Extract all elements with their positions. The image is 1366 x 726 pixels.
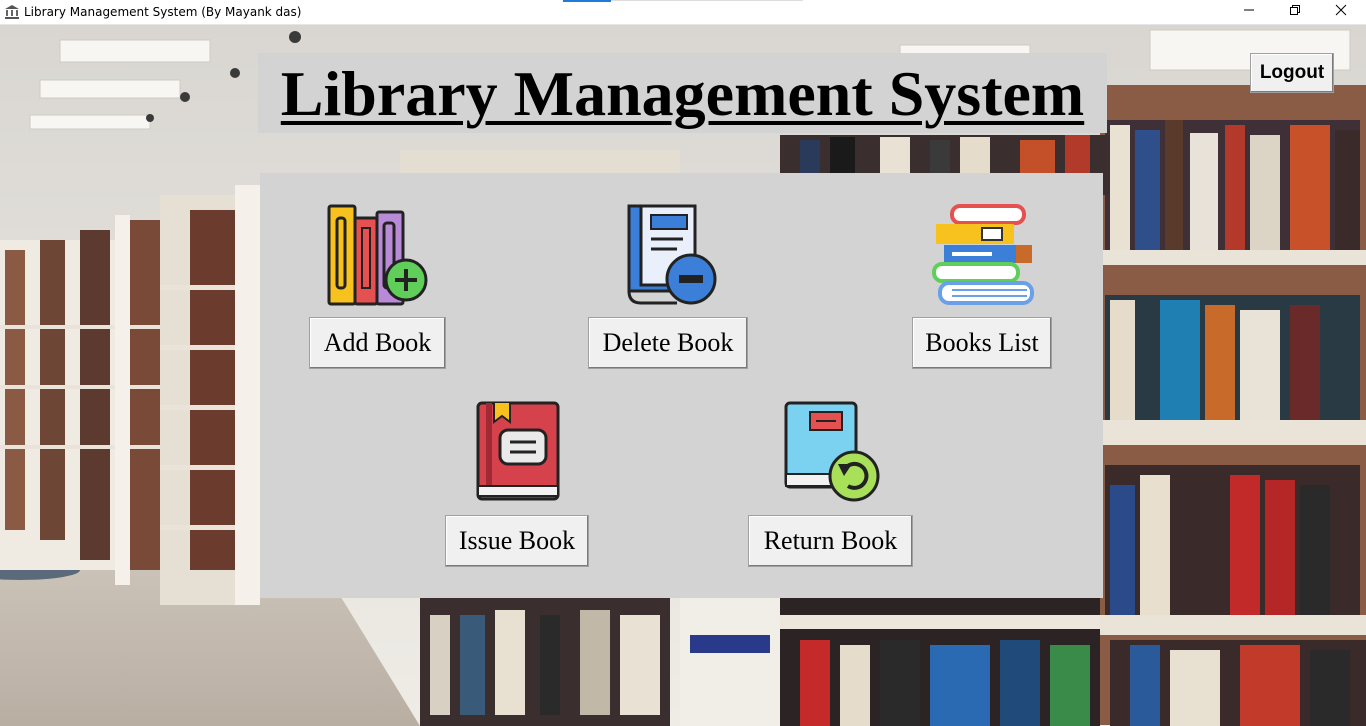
page-title: Library Management System — [280, 58, 1085, 129]
close-button[interactable] — [1318, 0, 1364, 24]
logout-button[interactable]: Logout — [1250, 53, 1334, 93]
window-titlebar: Library Management System (By Mayank das… — [0, 0, 1366, 25]
menu-panel: Add Book Delete Book Books Lis — [260, 173, 1103, 598]
minimize-button[interactable] — [1226, 0, 1272, 24]
bank-icon — [4, 4, 20, 20]
delete-book-icon — [617, 203, 721, 307]
taskbar-indicator — [563, 0, 611, 2]
return-book-button[interactable]: Return Book — [748, 515, 913, 567]
taskbar-indicator-track — [611, 0, 803, 1]
issue-book-icon — [472, 400, 576, 504]
title-banner: Library Management System — [258, 53, 1107, 133]
close-icon — [1335, 3, 1347, 21]
delete-book-button[interactable]: Delete Book — [588, 317, 748, 369]
maximize-button[interactable] — [1272, 0, 1318, 24]
books-list-button[interactable]: Books List — [912, 317, 1052, 369]
add-book-icon — [326, 203, 430, 307]
maximize-icon — [1289, 3, 1301, 21]
add-book-button[interactable]: Add Book — [309, 317, 446, 369]
minimize-icon — [1243, 3, 1255, 21]
issue-book-button[interactable]: Issue Book — [445, 515, 589, 567]
return-book-icon — [782, 400, 886, 504]
books-list-icon — [932, 203, 1036, 307]
window-title: Library Management System (By Mayank das… — [24, 5, 302, 19]
